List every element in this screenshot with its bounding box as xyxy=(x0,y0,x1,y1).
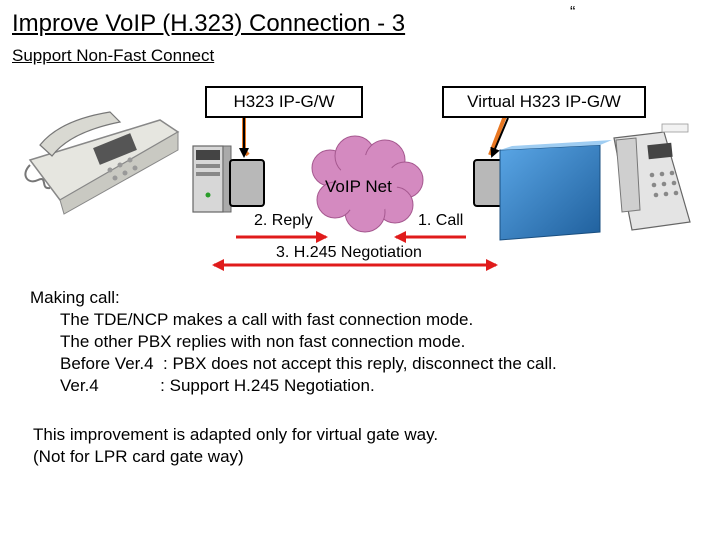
quote-mark: “ xyxy=(570,4,576,21)
h323-gateway-callout: H323 IP-G/W xyxy=(205,86,363,118)
footer-line: (Not for LPR card gate way) xyxy=(33,447,244,466)
description-line: Ver.4 : Support H.245 Negotiation. xyxy=(60,376,375,395)
description-line: The other PBX replies with non fast conn… xyxy=(60,332,466,351)
negotiation-label: 3. H.245 Negotiation xyxy=(276,244,422,261)
virtual-h323-gateway-callout: Virtual H323 IP-G/W xyxy=(442,86,646,118)
gateway-server-icon xyxy=(192,145,232,213)
footer-note: This improvement is adapted only for vir… xyxy=(33,424,438,468)
call-label: 1. Call xyxy=(418,212,464,229)
left-phone-icon xyxy=(24,111,180,215)
description-heading: Making call: xyxy=(30,288,120,307)
making-call-description: Making call: The TDE/NCP makes a call wit… xyxy=(30,287,557,397)
reply-label: 2. Reply xyxy=(254,212,313,229)
voip-net-label: VoIP Net xyxy=(325,177,392,196)
description-line: Before Ver.4 : PBX does not accept this … xyxy=(60,354,557,373)
right-phone-icon xyxy=(613,123,691,231)
page-title: Improve VoIP (H.323) Connection - 3 xyxy=(12,10,406,37)
right-gateway-arrow xyxy=(490,117,509,158)
footer-line: This improvement is adapted only for vir… xyxy=(33,425,439,444)
voip-network-cloud xyxy=(311,135,424,233)
pbx-panel-icon xyxy=(499,140,612,241)
left-gateway-box xyxy=(229,159,265,207)
page-subtitle: Support Non-Fast Connect xyxy=(12,46,215,65)
description-line: The TDE/NCP makes a call with fast conne… xyxy=(60,310,474,329)
